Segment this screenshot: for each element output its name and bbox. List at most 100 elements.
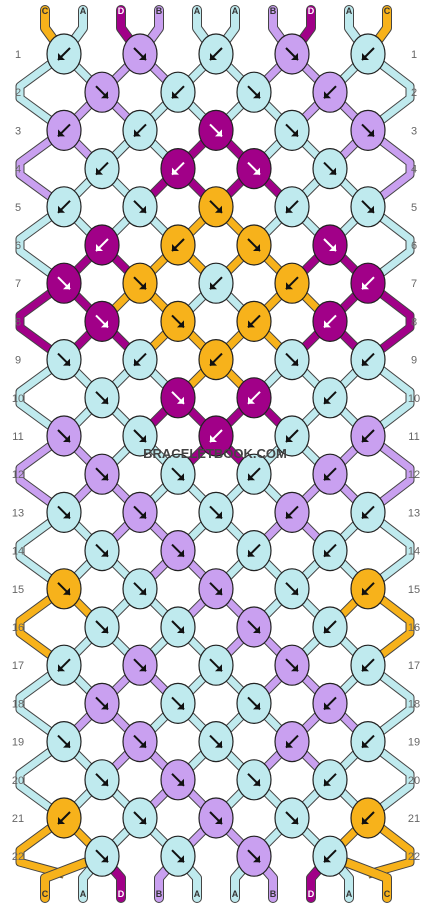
knot[interactable] [312, 148, 348, 190]
knot[interactable] [236, 529, 272, 572]
knot[interactable] [198, 339, 234, 381]
knot[interactable] [274, 644, 310, 686]
knot[interactable] [160, 148, 196, 190]
knot[interactable] [122, 491, 158, 534]
knot[interactable] [350, 109, 386, 151]
knot[interactable] [274, 109, 310, 151]
knot[interactable] [160, 529, 196, 572]
knot[interactable] [198, 186, 234, 228]
knot[interactable] [46, 491, 82, 534]
knot[interactable] [46, 33, 82, 75]
knot[interactable] [350, 339, 386, 381]
knot[interactable] [160, 377, 196, 419]
knot[interactable] [122, 720, 158, 763]
knot[interactable] [350, 797, 386, 839]
knot[interactable] [84, 529, 120, 572]
knot[interactable] [350, 644, 386, 686]
knot[interactable] [160, 759, 196, 801]
knot[interactable] [84, 71, 120, 113]
knot[interactable] [46, 797, 82, 839]
knot[interactable] [198, 33, 234, 75]
knot[interactable] [46, 109, 82, 151]
knot[interactable] [274, 415, 310, 457]
knot[interactable] [236, 224, 272, 266]
knot[interactable] [84, 835, 120, 877]
knot[interactable] [84, 682, 120, 725]
knot[interactable] [312, 759, 348, 801]
knot[interactable] [312, 529, 348, 572]
knot[interactable] [84, 224, 120, 266]
knot[interactable] [236, 606, 272, 648]
knot[interactable] [160, 453, 196, 495]
knot[interactable] [312, 300, 348, 342]
knot[interactable] [122, 186, 158, 228]
knot[interactable] [46, 568, 82, 610]
knot[interactable] [122, 109, 158, 151]
knot[interactable] [312, 224, 348, 266]
knot[interactable] [350, 720, 386, 763]
knot[interactable] [198, 262, 234, 304]
knot[interactable] [84, 148, 120, 190]
knot[interactable] [236, 300, 272, 342]
knot[interactable] [274, 720, 310, 763]
knot[interactable] [274, 797, 310, 839]
knot[interactable] [198, 644, 234, 686]
knot[interactable] [84, 377, 120, 419]
knot[interactable] [236, 148, 272, 190]
knot[interactable] [350, 491, 386, 534]
knot[interactable] [236, 835, 272, 877]
knot[interactable] [350, 33, 386, 75]
knot[interactable] [160, 300, 196, 342]
knot[interactable] [312, 682, 348, 725]
knot[interactable] [198, 720, 234, 763]
knot[interactable] [274, 339, 310, 381]
knot[interactable] [122, 33, 158, 75]
knot[interactable] [84, 300, 120, 342]
knot[interactable] [236, 377, 272, 419]
knot[interactable] [46, 186, 82, 228]
knot[interactable] [122, 568, 158, 610]
knot[interactable] [350, 568, 386, 610]
knot[interactable] [274, 33, 310, 75]
knot[interactable] [312, 835, 348, 877]
knot[interactable] [274, 568, 310, 610]
knot[interactable] [160, 71, 196, 113]
knot[interactable] [312, 377, 348, 419]
knot[interactable] [46, 262, 82, 304]
knot[interactable] [160, 224, 196, 266]
knot[interactable] [84, 759, 120, 801]
knot[interactable] [198, 415, 234, 457]
knot[interactable] [122, 415, 158, 457]
knot[interactable] [312, 453, 348, 495]
knot[interactable] [274, 186, 310, 228]
knot[interactable] [274, 262, 310, 304]
knot[interactable] [236, 759, 272, 801]
knot[interactable] [160, 606, 196, 648]
knot[interactable] [350, 415, 386, 457]
knot[interactable] [46, 720, 82, 763]
knot[interactable] [312, 606, 348, 648]
knot[interactable] [122, 262, 158, 304]
knot[interactable] [312, 71, 348, 113]
knot[interactable] [160, 835, 196, 877]
knot[interactable] [84, 453, 120, 495]
knot[interactable] [236, 71, 272, 113]
knot[interactable] [236, 682, 272, 725]
knot[interactable] [198, 109, 234, 151]
knot[interactable] [198, 568, 234, 610]
knot[interactable] [198, 797, 234, 839]
knot[interactable] [350, 262, 386, 304]
knot[interactable] [46, 339, 82, 381]
knot[interactable] [122, 644, 158, 686]
knot[interactable] [198, 491, 234, 534]
knot[interactable] [84, 606, 120, 648]
knot[interactable] [350, 186, 386, 228]
knot[interactable] [274, 491, 310, 534]
knot[interactable] [46, 644, 82, 686]
knot[interactable] [122, 339, 158, 381]
strand-end [41, 852, 106, 902]
knot[interactable] [46, 415, 82, 457]
knot[interactable] [236, 453, 272, 495]
knot[interactable] [122, 797, 158, 839]
knot[interactable] [160, 682, 196, 725]
